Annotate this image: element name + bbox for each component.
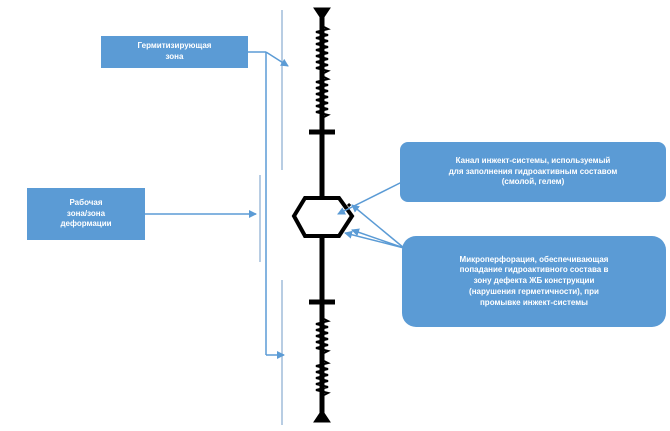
channel-leader bbox=[337, 181, 403, 215]
microperforation-line-1: Микроперфорация, обеспечивающая bbox=[459, 254, 609, 264]
microperforation-line-3: зону дефекта ЖБ конструкции bbox=[473, 276, 595, 286]
sealing-zone-line-2: зона bbox=[165, 52, 184, 61]
zone-bracket bbox=[145, 51, 289, 359]
injection-channel-line-3: (смолой, гелем) bbox=[501, 177, 565, 187]
injection-chamber bbox=[291, 196, 355, 238]
microperforation-line-5: промывке инжект-системы bbox=[479, 297, 588, 307]
working-zone-callout: Рабочая зона/зона деформации bbox=[27, 188, 145, 240]
microperforation-callout: Микроперфорация, обеспечивающая попадани… bbox=[402, 236, 666, 327]
microperforation-line-2: попадание гидроактивного состава в bbox=[459, 265, 609, 275]
working-zone-line-1: Рабочая bbox=[69, 197, 103, 207]
waterstop-profile bbox=[291, 7, 355, 423]
injection-channel-line-2: для заполнения гидроактивным составом bbox=[448, 166, 618, 176]
injection-channel-line-1: Канал инжект-системы, используемый bbox=[455, 155, 611, 165]
coil-upper bbox=[315, 25, 331, 119]
sealing-zone-callout: Гермитизирующая зона bbox=[101, 36, 248, 68]
working-zone-line-2: зона/зона bbox=[66, 208, 106, 218]
microperforation-line-4: (нарушения герметичности), при bbox=[469, 286, 599, 296]
injection-channel-callout: Канал инжект-системы, используемый для з… bbox=[400, 142, 666, 202]
coil-lower bbox=[315, 317, 331, 397]
bottom-end-cap bbox=[313, 409, 331, 423]
working-zone-line-3: деформации bbox=[60, 219, 112, 229]
microperforation-leaders bbox=[344, 204, 405, 249]
top-end-cap bbox=[313, 7, 331, 21]
sealing-zone-line-1: Гермитизирующая bbox=[137, 41, 212, 51]
perforation-marks bbox=[346, 202, 354, 210]
